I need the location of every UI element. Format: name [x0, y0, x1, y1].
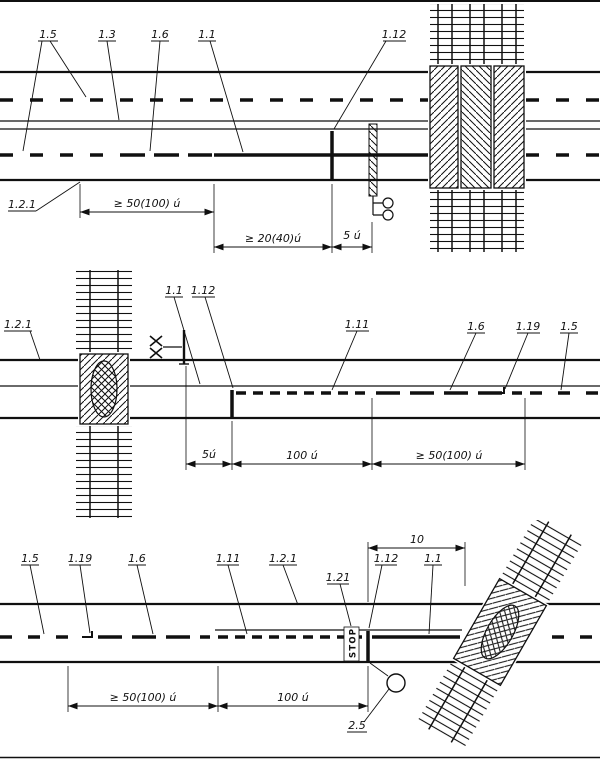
crossing-signal	[368, 123, 394, 221]
callout-1-6: 1.6	[449, 320, 485, 391]
crossing-deck	[493, 65, 525, 189]
marking-label: 1.1	[165, 284, 183, 297]
dimension-text: 100 ú	[286, 449, 317, 462]
rails	[428, 521, 572, 743]
callout-1-1: 1.1	[198, 28, 244, 153]
callout-1-6: 1.6	[149, 28, 169, 152]
dimensions: 10 ≥ 50(100) ú 100 ú	[67, 533, 466, 712]
dimension-text: ≥ 50(100) ú	[114, 197, 181, 210]
callout-1-6: 1.6	[128, 552, 154, 635]
callout-1-5: 1.5	[21, 552, 45, 635]
callouts: 1.2.1 1.1 1.12 1.11 1.6 1.19	[4, 284, 578, 391]
marking-label: 1.1	[424, 552, 442, 565]
crossing-sign-symbol	[149, 330, 189, 365]
callout-1-2-1: 1.2.1	[269, 552, 299, 606]
marking-label: 1.6	[151, 28, 169, 41]
callout-1-19: 1.19	[504, 320, 541, 390]
railway	[76, 270, 132, 518]
dimension-text: ≥ 50(100) ú	[110, 691, 177, 704]
marking-label: 1.2.1	[4, 318, 32, 331]
marking-label: 1.12	[374, 552, 399, 565]
marking-label: 1.19	[68, 552, 93, 565]
panel-middle-crossing-plan: 1.2.1 1.1 1.12 1.11 1.6 1.19	[0, 270, 600, 518]
sign-2-5	[369, 662, 406, 693]
dimension-text: ≥ 50(100) ú	[416, 449, 483, 462]
panel-top-crossing-plan: 1.5 1.3 1.6 1.1 1.12 1.2.1	[0, 0, 600, 253]
dimension-text: 5ú	[202, 448, 216, 461]
callout-1-2-1: 1.2.1	[8, 181, 81, 212]
dimension-text: 5 ú	[343, 229, 360, 242]
callout-1-2-1: 1.2.1	[4, 318, 41, 361]
railway-ties	[76, 426, 132, 518]
marking-label: 1.2.1	[269, 552, 297, 565]
crossing-deck-lens	[90, 360, 118, 418]
callout-1-21: 1.21	[326, 571, 352, 627]
rails	[437, 4, 517, 252]
callout-1-5: 1.5	[560, 320, 578, 391]
stop-word-marking: STOP	[343, 626, 360, 662]
crossing-deck	[429, 65, 459, 189]
dimension-text: 100 ú	[277, 691, 308, 704]
callout-1-11: 1.11	[216, 552, 248, 635]
marking-label: 1.11	[216, 552, 241, 565]
railway-ties	[500, 520, 584, 604]
marking-label: 1.6	[467, 320, 485, 333]
callout-1-3: 1.3	[98, 28, 120, 121]
marking-label: 1.11	[345, 318, 370, 331]
marking-label: 1.12	[191, 284, 216, 297]
marking-1-19-hook	[494, 387, 505, 394]
callout-1-12: 1.12	[191, 284, 234, 389]
signal-lamp	[382, 197, 394, 209]
crossing-deck	[78, 352, 130, 426]
dimension-text: 10	[410, 533, 424, 546]
marking-label: 1.1	[198, 28, 216, 41]
marking-label: 1.5	[21, 552, 39, 565]
callout-1-1: 1.1	[165, 284, 201, 385]
dimension-text: ≥ 20(40)ú	[245, 232, 301, 245]
callout-1-12: 1.12	[368, 552, 399, 629]
stop-word-text: STOP	[349, 628, 359, 658]
callouts: 1.5 1.19 1.6 1.11 1.2.1 1.21	[21, 552, 442, 733]
marking-label: 2.5	[348, 719, 366, 732]
signal-mast	[368, 123, 378, 197]
signal-bracket	[372, 196, 383, 216]
signal-lamp	[382, 209, 394, 221]
road-plan	[0, 70, 600, 182]
callout-1-12: 1.12	[333, 28, 407, 130]
marking-label: 1.12	[382, 28, 407, 41]
callout-1-19: 1.19	[68, 552, 93, 634]
railway-ties	[76, 270, 132, 354]
callout-1-5: 1.5	[22, 28, 87, 152]
callout-2-5: 2.5	[347, 688, 390, 733]
marking-label: 1.5	[39, 28, 57, 41]
callout-1-11: 1.11	[331, 318, 370, 391]
st-andrew-cross-icon	[149, 335, 163, 359]
railway-skewed	[416, 520, 584, 750]
marking-1-19-hook	[82, 631, 93, 638]
dimensions: 5ú 100 ú ≥ 50(100) ú	[185, 366, 526, 470]
railway-ties	[416, 660, 500, 750]
rails	[89, 270, 119, 518]
marking-label: 1.21	[326, 571, 351, 584]
sign-2-5-symbol	[386, 673, 406, 693]
marking-label: 1.5	[560, 320, 578, 333]
callouts: 1.5 1.3 1.6 1.1 1.12 1.2.1	[8, 28, 407, 212]
panel-bottom-crossing-plan: STOP 1.5 1.19 1.6 1	[0, 520, 600, 759]
railway-ties	[430, 190, 524, 252]
crossing-deck	[460, 65, 492, 189]
callout-1-1: 1.1	[424, 552, 442, 635]
railway-ties	[430, 4, 524, 64]
marking-label: 1.19	[516, 320, 541, 333]
marking-label: 1.3	[98, 28, 116, 41]
marking-label: 1.2.1	[8, 198, 36, 211]
dimensions: ≥ 50(100) ú ≥ 20(40)ú 5 ú	[79, 184, 373, 253]
railway-crossing	[428, 4, 526, 252]
marking-label: 1.6	[128, 552, 146, 565]
